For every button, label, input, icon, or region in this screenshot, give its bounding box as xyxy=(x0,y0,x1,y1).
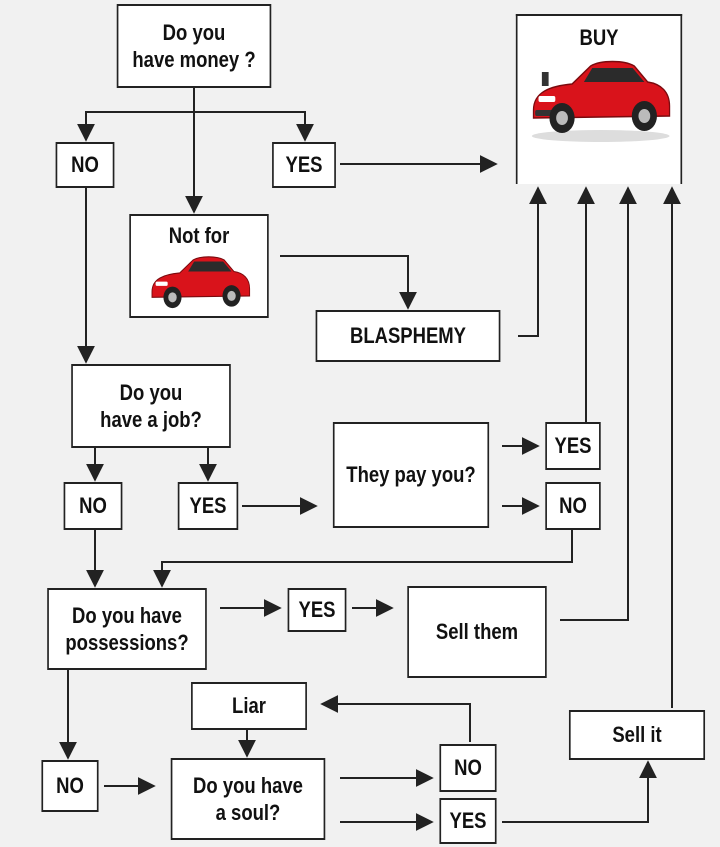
buy-box: BUY xyxy=(515,14,683,184)
answer-no-pay: NO xyxy=(545,482,601,530)
blasphemy-box: BLASPHEMY xyxy=(315,310,501,362)
not-for-box: Not for xyxy=(129,214,269,318)
answer-yes-job: YES xyxy=(177,482,239,530)
sell-them-box: Sell them xyxy=(407,586,547,678)
car-image xyxy=(531,60,671,142)
question-have-job: Do you have a job? xyxy=(71,364,231,448)
answer-yes-pay: YES xyxy=(545,422,601,470)
sell-it-box: Sell it xyxy=(568,710,706,760)
answer-yes-soul: YES xyxy=(439,798,497,844)
answer-yes-money: YES xyxy=(272,142,336,188)
answer-no-soul: NO xyxy=(439,744,497,792)
question-have-soul: Do you have a soul? xyxy=(170,758,326,840)
answer-yes-possessions: YES xyxy=(287,588,347,632)
question-possessions: Do you have possessions? xyxy=(47,588,207,670)
question-they-pay: They pay you? xyxy=(332,422,490,528)
answer-no-money: NO xyxy=(55,142,115,188)
answer-no-possessions: NO xyxy=(41,760,99,812)
question-have-money: Do you have money ? xyxy=(116,4,272,88)
car-image-small xyxy=(151,255,251,308)
answer-no-job: NO xyxy=(63,482,123,530)
liar-box: Liar xyxy=(191,682,307,730)
